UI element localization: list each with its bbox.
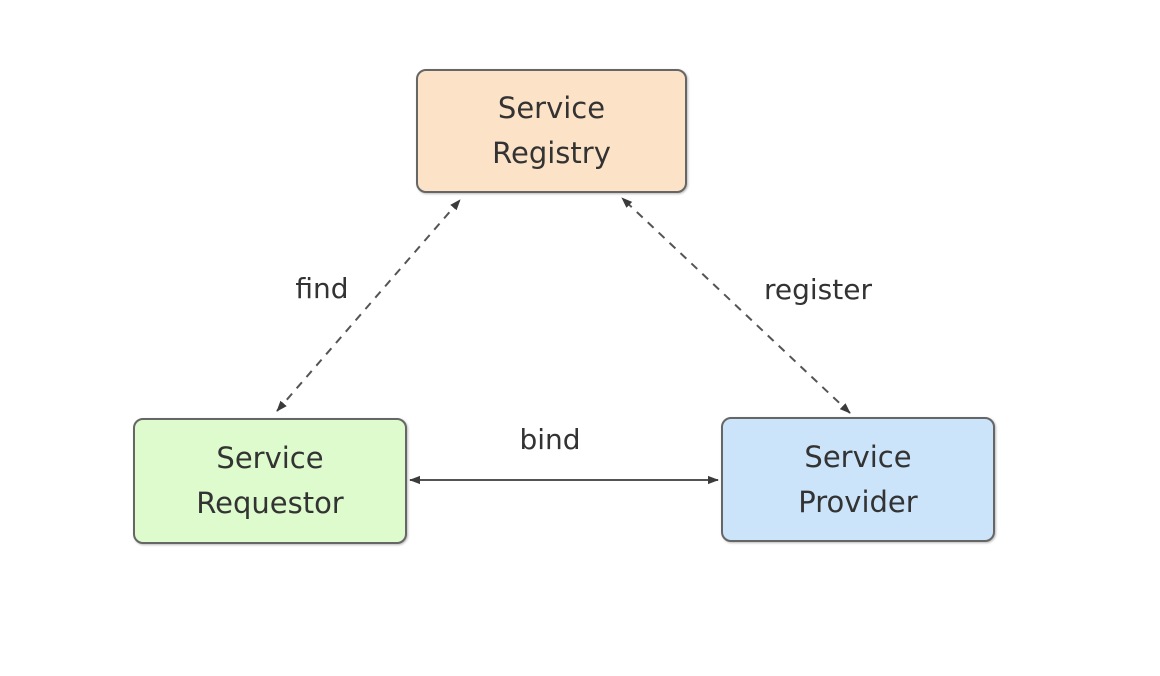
edge-label-register: register: [764, 273, 872, 306]
edge-label-find: find: [295, 272, 349, 305]
node-label-line: Registry: [492, 136, 611, 170]
node-label-line: Requestor: [196, 486, 344, 520]
edge-register-arrow: [621, 197, 851, 414]
edge-label-bind: bind: [519, 423, 581, 456]
node-service-registry: Service Registry: [416, 69, 687, 193]
node-label-line: Service: [804, 439, 912, 474]
node-service-requestor: Service Requestor: [133, 418, 407, 544]
node-label-line: Service: [497, 91, 606, 125]
edge-find-arrow: [276, 199, 461, 412]
node-service-provider: Service Provider: [721, 417, 995, 542]
node-label-line: Provider: [798, 484, 918, 519]
node-label-line: Service: [216, 441, 324, 475]
